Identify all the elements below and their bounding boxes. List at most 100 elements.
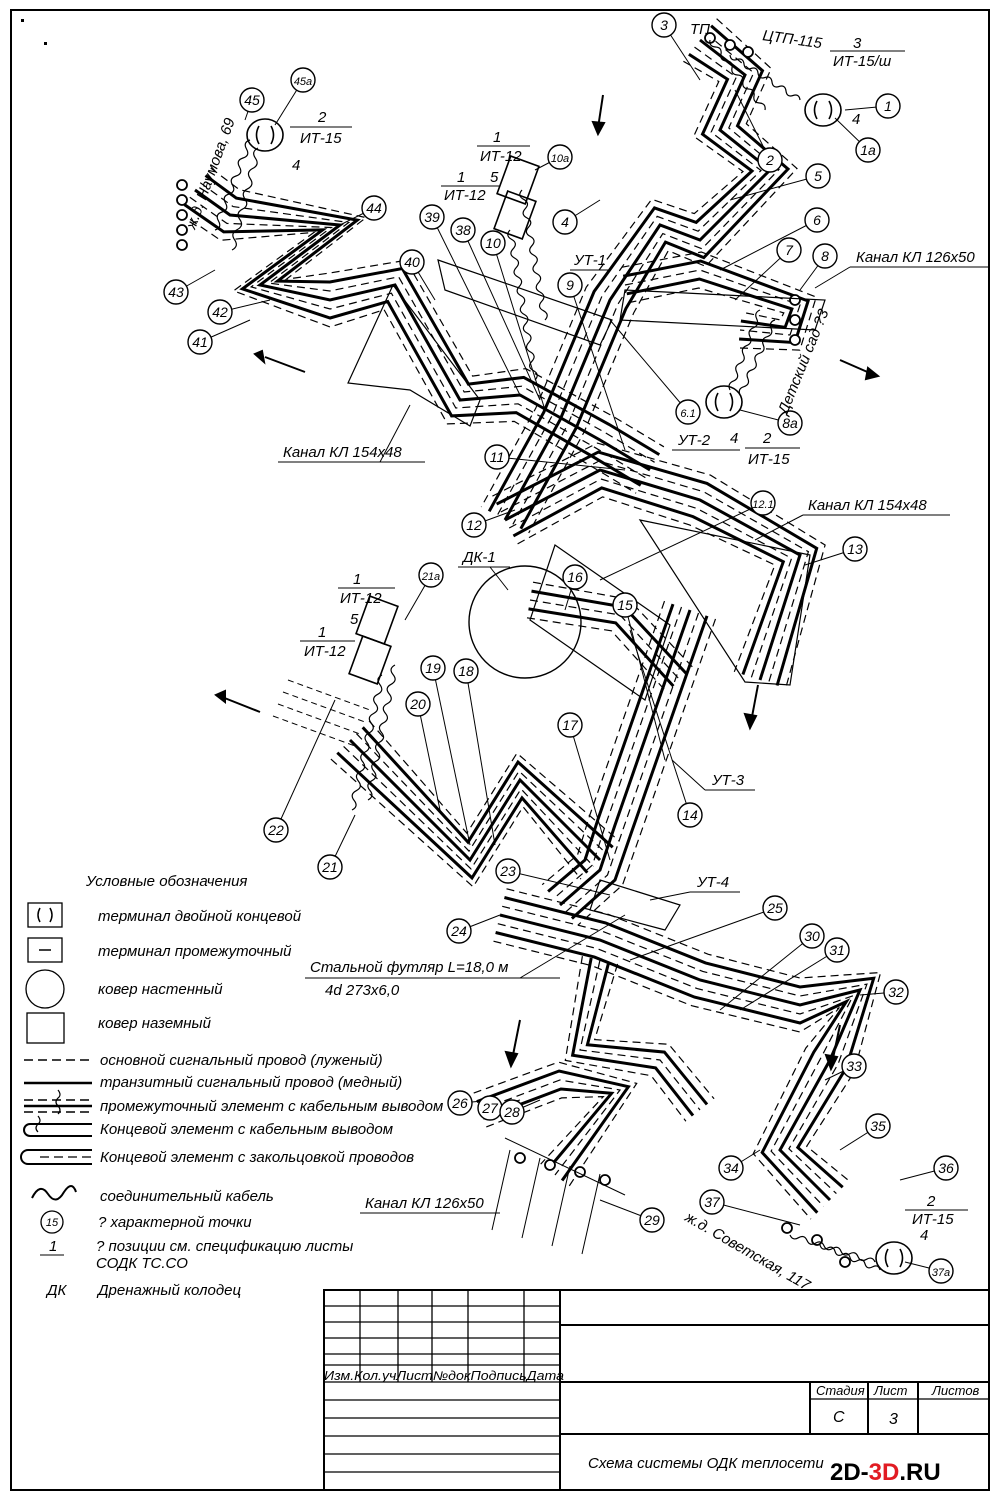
arrow-head <box>864 366 881 381</box>
callout-label-p18: 18 <box>458 663 474 679</box>
callout-leader-p5 <box>729 175 819 201</box>
stage-header: Стадия <box>816 1383 865 1398</box>
callout-label-p8a: 8а <box>782 415 798 431</box>
callout-circle-p7 <box>776 237 802 263</box>
pipe-bundle-southeast <box>493 888 882 1220</box>
legend: Условные обозначения терминал двойной ко… <box>20 873 443 1299</box>
callout-circle-p37a <box>928 1258 954 1284</box>
stamp-grid <box>323 1289 561 1491</box>
watermark-2d: 2D- <box>830 1459 869 1486</box>
callout-circle-p8a <box>777 410 803 436</box>
frame-corner-mark <box>21 19 24 22</box>
pipe-line <box>570 957 695 1117</box>
drawing-title: Схема системы ОДК теплосети <box>588 1455 824 1472</box>
channel-box-mid <box>437 259 613 346</box>
callout-leader-p10 <box>492 242 546 411</box>
watermark-bg <box>826 1452 988 1488</box>
callout-label-p1: 1 <box>884 98 892 114</box>
callout-label-p12: 12 <box>466 517 482 533</box>
signal-wire-main <box>178 211 637 494</box>
pipe-end-loop <box>789 294 801 306</box>
callout-circle-p11 <box>484 444 510 470</box>
signal-wire-main <box>343 745 595 870</box>
cable-ut1 <box>519 189 548 321</box>
callout-circle-p36 <box>933 1155 959 1181</box>
cable-ut2 <box>728 309 761 391</box>
callout-circle-p5 <box>805 163 831 189</box>
callout-label-p19: 19 <box>425 660 441 676</box>
callout-leader-p39 <box>431 216 521 396</box>
callout-label-p31: 31 <box>829 942 845 958</box>
callout-leader-p31 <box>739 949 838 1011</box>
callout-circle-p4 <box>552 209 578 235</box>
ut4-chamber <box>589 879 681 931</box>
callout-circle-p35 <box>865 1113 891 1139</box>
signal-wire-main <box>480 60 744 508</box>
leader <box>814 266 851 289</box>
pipe-line <box>476 1069 631 1182</box>
callout-circle-p21a <box>418 562 444 588</box>
label-dk1: ДК-1 <box>461 549 496 566</box>
pipe-end-loop <box>789 314 801 326</box>
pipe-end-loop <box>176 209 188 221</box>
arrow-head <box>824 1053 839 1072</box>
stub-line <box>581 1173 601 1255</box>
leader <box>649 891 691 901</box>
callout-circle-p29 <box>639 1207 665 1233</box>
label-it12a: ИТ-12 <box>480 148 522 165</box>
pipe-end-loop <box>742 46 754 58</box>
label-ut1: УТ-1 <box>573 252 606 269</box>
pipe-end-loop <box>176 239 188 251</box>
signal-wire-main <box>496 46 762 516</box>
terminal-intermediate <box>348 635 392 685</box>
pipe-line <box>519 24 791 530</box>
stub-line <box>551 1165 571 1247</box>
channel-box-right <box>619 289 826 331</box>
callout-circle-p14 <box>677 802 703 828</box>
callout-leader-p15 <box>624 604 666 761</box>
callout-label-p4: 4 <box>561 214 569 230</box>
pipe-line <box>622 259 810 345</box>
label-it12d: ИТ-12 <box>304 643 346 660</box>
label-it15b: ИТ-15 <box>748 451 790 468</box>
cable-ut3-west <box>351 674 383 811</box>
label-it12a-num: 1 <box>493 129 501 146</box>
leader <box>754 514 804 541</box>
legend-symbol-cable-out <box>55 1089 61 1115</box>
label-kanal-126-bottom: Канал КЛ 126х50 <box>365 1195 484 1212</box>
pipe-line <box>487 52 755 513</box>
terminal-symbol <box>714 392 734 412</box>
callout-label-p12_1: 12.1 <box>752 499 773 511</box>
callout-circle-p12 <box>461 512 487 538</box>
arrow-line <box>221 696 261 713</box>
callout-circle-p1a <box>855 137 881 163</box>
callout-label-p33: 33 <box>846 1058 862 1074</box>
stamp-h-data: Дата <box>524 1369 564 1383</box>
callout-circle-p12_1 <box>750 490 776 516</box>
callout-circle-p45a <box>290 67 316 93</box>
legend-symbol-point-callout <box>40 1210 64 1234</box>
callout-label-p38: 38 <box>455 222 471 238</box>
signal-wire-main <box>553 606 683 899</box>
callout-circle-p43 <box>163 279 189 305</box>
callout-label-p20: 20 <box>409 696 426 712</box>
callout-circle-p34 <box>718 1155 744 1181</box>
sheet-header: Лист <box>873 1383 908 1398</box>
label-casing: Стальной футляр L=18,0 м <box>310 959 508 976</box>
drainage-well-dk1 <box>468 565 582 679</box>
callout-circle-p8 <box>812 243 838 269</box>
callout-label-p6: 6 <box>813 212 821 228</box>
legend-title: Условные обозначения <box>85 873 247 890</box>
callout-leader-p11 <box>496 456 626 471</box>
pipe-line <box>495 931 851 1214</box>
title-block-frame <box>323 1289 990 1491</box>
cable-house117 <box>819 1244 881 1271</box>
signal-wire-main <box>577 618 717 926</box>
label-ut3: УТ-3 <box>711 772 745 789</box>
stage-value: С <box>833 1409 845 1426</box>
legend-item-11-wrap: ? позиции см. спецификацию листы СОДК ТС… <box>96 1238 353 1272</box>
terminal-intermediate <box>496 155 540 205</box>
callout-label-p21a: 21а <box>421 571 440 583</box>
label-kanal-154-left: Канал КЛ 154х48 <box>283 444 402 461</box>
